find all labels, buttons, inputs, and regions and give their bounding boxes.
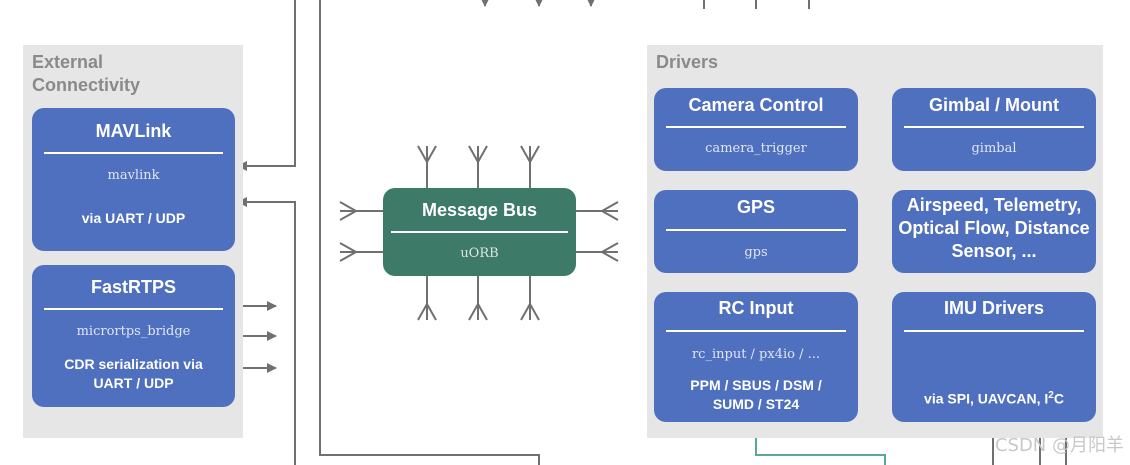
module-separator <box>904 330 1084 332</box>
module-title: IMU Drivers <box>943 298 1045 318</box>
mavlink-module[interactable]: MAVLink mavlink via UART / UDP <box>32 108 235 251</box>
module-code: rc_input / px4io / ... <box>691 347 821 362</box>
module-separator <box>44 152 223 154</box>
module-title: Airspeed, Telemetry, Optical Flow, Dista… <box>898 195 1090 261</box>
imu-drivers-module[interactable]: IMU Drivers via SPI, UAVCAN, I2C <box>892 292 1096 422</box>
module-subtitle: via UART / UDP <box>81 210 186 226</box>
camera-control-module[interactable]: Camera Control camera_trigger <box>654 88 858 171</box>
mavlink-out-wire <box>237 197 296 465</box>
module-code: gimbal <box>971 141 1017 156</box>
module-separator <box>904 126 1084 128</box>
module-code: mavlink <box>107 168 160 183</box>
main-loop-wire <box>319 0 540 465</box>
module-title: Message Bus <box>421 200 538 220</box>
bus-bottom-connectors <box>417 276 540 321</box>
module-separator <box>44 308 223 310</box>
module-title: Camera Control <box>688 95 824 115</box>
module-code: micrortps_bridge <box>76 324 191 339</box>
module-code: camera_trigger <box>705 141 807 156</box>
airspeed-telemetry-module[interactable]: Airspeed, Telemetry, Optical Flow, Dista… <box>892 190 1096 273</box>
csdn-watermark: CSDN @月阳羊 <box>994 435 1124 456</box>
message-bus-module[interactable]: Message Bus uORB <box>383 188 576 276</box>
group-title: External Connectivity <box>32 52 141 95</box>
fastrtps-module[interactable]: FastRTPS micrortps_bridge CDR serializat… <box>32 265 235 407</box>
mavlink-in-wire <box>237 0 296 171</box>
module-title: RC Input <box>718 298 794 318</box>
module-code: uORB <box>460 246 499 261</box>
gps-module[interactable]: GPS gps <box>654 190 858 273</box>
module-separator <box>666 330 846 332</box>
imu-sub-prefix: via SPI, UAVCAN, I <box>924 390 1049 407</box>
module-title: Gimbal / Mount <box>929 95 1059 115</box>
bus-right-connectors <box>576 201 619 262</box>
module-title: MAVLink <box>95 121 172 141</box>
imu-sub-suffix: C <box>1053 390 1064 407</box>
module-subtitle: CDR serialization via UART / UDP <box>64 356 203 391</box>
module-title: FastRTPS <box>90 277 177 297</box>
module-code: gps <box>744 245 768 260</box>
module-separator <box>391 231 568 233</box>
bus-top-connectors <box>417 145 540 188</box>
module-subtitle: PPM / SBUS / DSM / SUMD / ST24 <box>690 377 822 412</box>
module-title: GPS <box>736 197 775 217</box>
imu-sub-sup: 2 <box>1048 390 1054 401</box>
module-separator <box>666 126 846 128</box>
bus-left-connectors <box>339 201 383 262</box>
module-subtitle: via SPI, UAVCAN, I2C <box>892 386 1096 409</box>
module-separator <box>666 229 846 231</box>
rc-input-module[interactable]: RC Input rc_input / px4io / ... PPM / SB… <box>654 292 858 422</box>
group-title: Drivers <box>656 52 719 72</box>
gimbal-mount-module[interactable]: Gimbal / Mount gimbal <box>892 88 1096 171</box>
